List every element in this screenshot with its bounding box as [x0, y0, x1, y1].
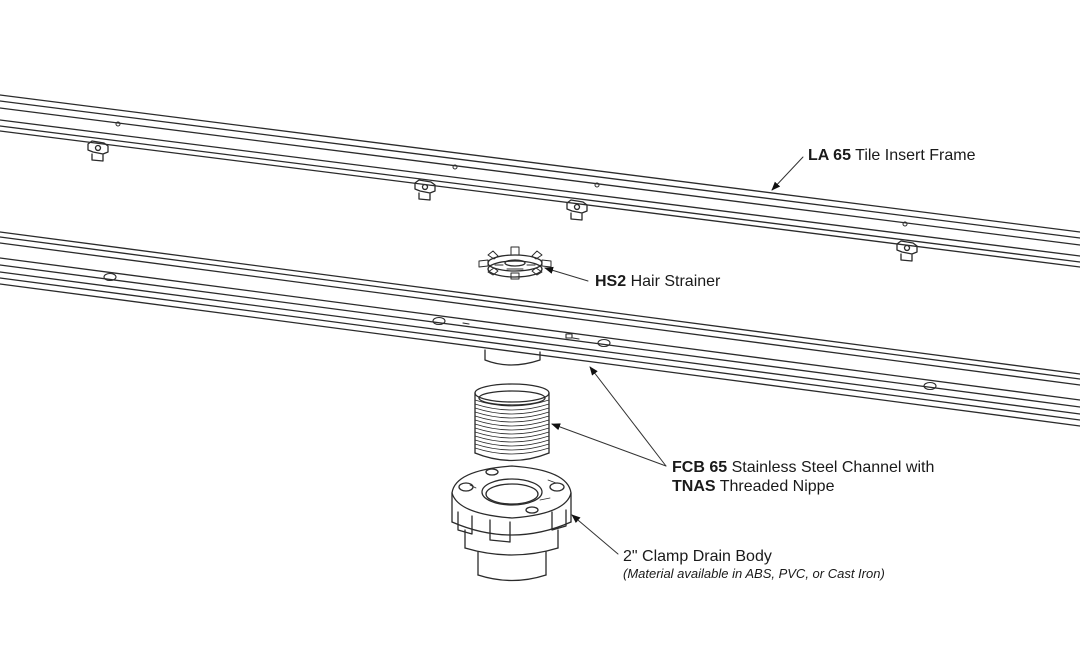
leader-fcb-channel	[589, 366, 667, 467]
hair-strainer	[478, 246, 552, 280]
tile-insert-frame	[0, 94, 1080, 268]
callout-channel-nipple: FCB 65 Stainless Steel Channel with TNAS…	[672, 458, 934, 496]
callout-fcb-text: Stainless Steel Channel with	[731, 459, 935, 476]
callout-tnas-text: Threaded Nippe	[719, 478, 835, 495]
leader-fcb-nipple	[551, 423, 667, 467]
threaded-nipple	[474, 383, 550, 462]
frame-clip	[87, 140, 109, 162]
frame-clip	[566, 199, 588, 221]
callout-tnas-code: TNAS	[672, 478, 716, 495]
leader-clamp	[571, 514, 619, 555]
callout-hs2-text: Hair Strainer	[630, 273, 721, 290]
leader-hs2	[544, 266, 589, 282]
leader-la65	[771, 156, 804, 191]
callout-fcb-line2: TNAS Threaded Nippe	[672, 477, 934, 496]
callout-fcb-line1: FCB 65 Stainless Steel Channel with	[672, 458, 934, 477]
callout-tile-insert-frame: LA 65 Tile Insert Frame	[808, 146, 975, 165]
callout-la65-text: Tile Insert Frame	[855, 147, 976, 164]
callout-fcb-code: FCB 65	[672, 459, 728, 476]
clamp-drain-body	[451, 465, 572, 582]
stainless-steel-channel	[0, 231, 1080, 427]
callout-hs2-code: HS2	[595, 273, 627, 290]
callout-clamp-title: 2" Clamp Drain Body	[623, 548, 772, 565]
callout-clamp-note: (Material available in ABS, PVC, or Cast…	[623, 566, 885, 581]
frame-clip	[414, 179, 436, 201]
callout-hair-strainer: HS2 Hair Strainer	[595, 272, 720, 291]
frame-clip	[896, 240, 918, 262]
callout-la65-code: LA 65	[808, 147, 851, 164]
callout-clamp-drain-body: 2" Clamp Drain Body (Material available …	[623, 547, 885, 582]
leader-lines	[544, 156, 804, 555]
